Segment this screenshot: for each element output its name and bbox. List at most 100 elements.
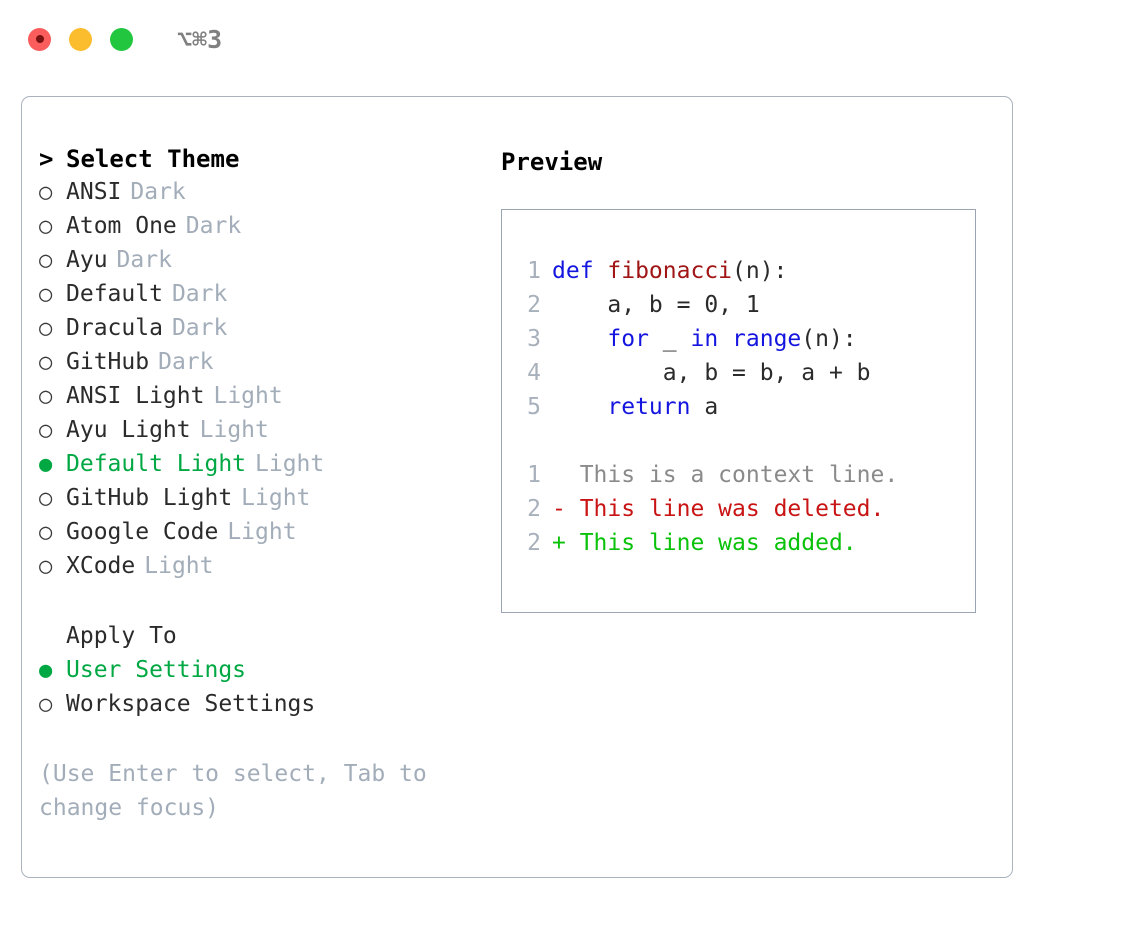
theme-option-category: Dark — [116, 247, 172, 273]
diff-text: This is a context line. — [565, 462, 899, 488]
line-number: 1 — [527, 258, 541, 284]
keyboard-hint-text: (Use Enter to select, Tab to change focu… — [39, 761, 441, 821]
code-token: in range — [690, 326, 802, 352]
radio-unselected-icon: ○ — [39, 316, 53, 341]
theme-option-category: Dark — [185, 213, 242, 239]
diff-marker: - — [552, 496, 566, 522]
select-theme-heading: > Select Theme — [39, 145, 489, 179]
radio-unselected-icon: ○ — [39, 692, 53, 717]
apply-to-option-user-settings[interactable]: ● User Settings — [39, 657, 489, 691]
code-blank-line — [515, 424, 975, 458]
select-theme-heading-label: Select Theme — [66, 145, 240, 173]
theme-option-ayu-light[interactable]: ○ Ayu Light Light — [39, 417, 489, 451]
theme-option-xcode[interactable]: ○ XCode Light — [39, 553, 489, 587]
preview-heading: Preview — [501, 148, 603, 176]
close-window-button[interactable] — [28, 27, 51, 51]
theme-option-default[interactable]: ○ Default Dark — [39, 281, 489, 315]
diff-line-added: 2 + This line was added. — [515, 526, 975, 560]
code-token: a — [690, 394, 719, 420]
theme-option-label: Google Code — [66, 519, 219, 545]
radio-unselected-icon: ○ — [39, 554, 53, 579]
code-token — [552, 326, 607, 352]
theme-option-category: Light — [241, 485, 311, 511]
radio-selected-icon: ● — [39, 658, 53, 683]
theme-option-category: Dark — [130, 179, 186, 205]
theme-option-category: Light — [199, 417, 269, 443]
line-number: 4 — [527, 360, 541, 386]
code-token: return — [607, 394, 691, 420]
theme-option-label: Default — [66, 281, 163, 307]
radio-unselected-icon: ○ — [39, 486, 53, 511]
apply-to-option-label: Workspace Settings — [66, 691, 316, 717]
apply-to-option-label: User Settings — [66, 657, 247, 683]
heading-indent-spacer — [39, 623, 66, 649]
theme-option-dracula[interactable]: ○ Dracula Dark — [39, 315, 489, 349]
traffic-light-group — [28, 27, 133, 51]
window-titlebar: ⌥⌘3 — [0, 0, 1140, 78]
apply-to-option-workspace-settings[interactable]: ○ Workspace Settings — [39, 691, 489, 725]
theme-option-label: Ayu — [66, 247, 108, 273]
theme-option-label: Ayu Light — [66, 417, 191, 443]
theme-option-label: XCode — [66, 553, 136, 579]
radio-unselected-icon: ○ — [39, 282, 53, 307]
theme-option-label: ANSI — [66, 179, 122, 205]
radio-unselected-icon: ○ — [39, 384, 53, 409]
line-number: 5 — [527, 394, 541, 420]
apply-to-heading: Apply To — [39, 623, 489, 657]
code-token — [552, 394, 607, 420]
code-line: 1 def fibonacci(n): — [515, 254, 975, 288]
diff-text: This line was added. — [565, 530, 857, 556]
diff-text: This line was deleted. — [565, 496, 885, 522]
theme-option-label: Dracula — [66, 315, 163, 341]
radio-unselected-icon: ○ — [39, 180, 53, 205]
diff-marker — [552, 462, 566, 488]
code-line: 4 a, b = b, a + b — [515, 356, 975, 390]
theme-option-label: Atom One — [66, 213, 177, 239]
diff-line-deleted: 2- This line was deleted. — [515, 492, 975, 526]
apply-to-heading-label: Apply To — [66, 623, 177, 649]
keyboard-shortcut-label: ⌥⌘3 — [177, 24, 223, 54]
theme-option-category: Dark — [171, 315, 228, 341]
line-number: 2 — [527, 496, 541, 522]
theme-option-google-code[interactable]: ○ Google Code Light — [39, 519, 489, 553]
radio-unselected-icon: ○ — [39, 350, 53, 375]
radio-unselected-icon: ○ — [39, 418, 53, 443]
radio-unselected-icon: ○ — [39, 520, 53, 545]
diff-marker: + — [552, 530, 566, 556]
minimize-window-button[interactable] — [69, 27, 92, 51]
code-line: 3 for _ in range(n): — [515, 322, 975, 356]
caret-icon: > — [39, 145, 54, 173]
theme-option-category: Light — [144, 553, 214, 579]
theme-option-category: Light — [227, 519, 297, 545]
theme-option-github-light[interactable]: ○ GitHub Light Light — [39, 485, 489, 519]
code-line: 5 return a — [515, 390, 975, 424]
theme-option-label: ANSI Light — [66, 383, 205, 409]
theme-option-label: GitHub Light — [66, 485, 233, 511]
maximize-window-button[interactable] — [110, 27, 133, 51]
apply-to-option-list: ● User Settings ○ Workspace Settings — [39, 657, 489, 725]
line-number: 2 — [527, 530, 541, 556]
code-token: fibonacci — [607, 258, 733, 284]
line-number: 1 — [527, 462, 541, 488]
diff-line-context: 1 This is a context line. — [515, 458, 975, 492]
radio-selected-icon: ● — [39, 452, 53, 477]
code-token: a, b = b, a + b — [552, 360, 871, 386]
section-spacer — [39, 587, 489, 623]
code-token: for — [607, 326, 649, 352]
line-number: 3 — [527, 326, 541, 352]
code-token: (n): — [732, 258, 788, 284]
theme-option-category: Dark — [171, 281, 228, 307]
code-token: def — [552, 258, 608, 284]
theme-option-ansi[interactable]: ○ ANSI Dark — [39, 179, 489, 213]
